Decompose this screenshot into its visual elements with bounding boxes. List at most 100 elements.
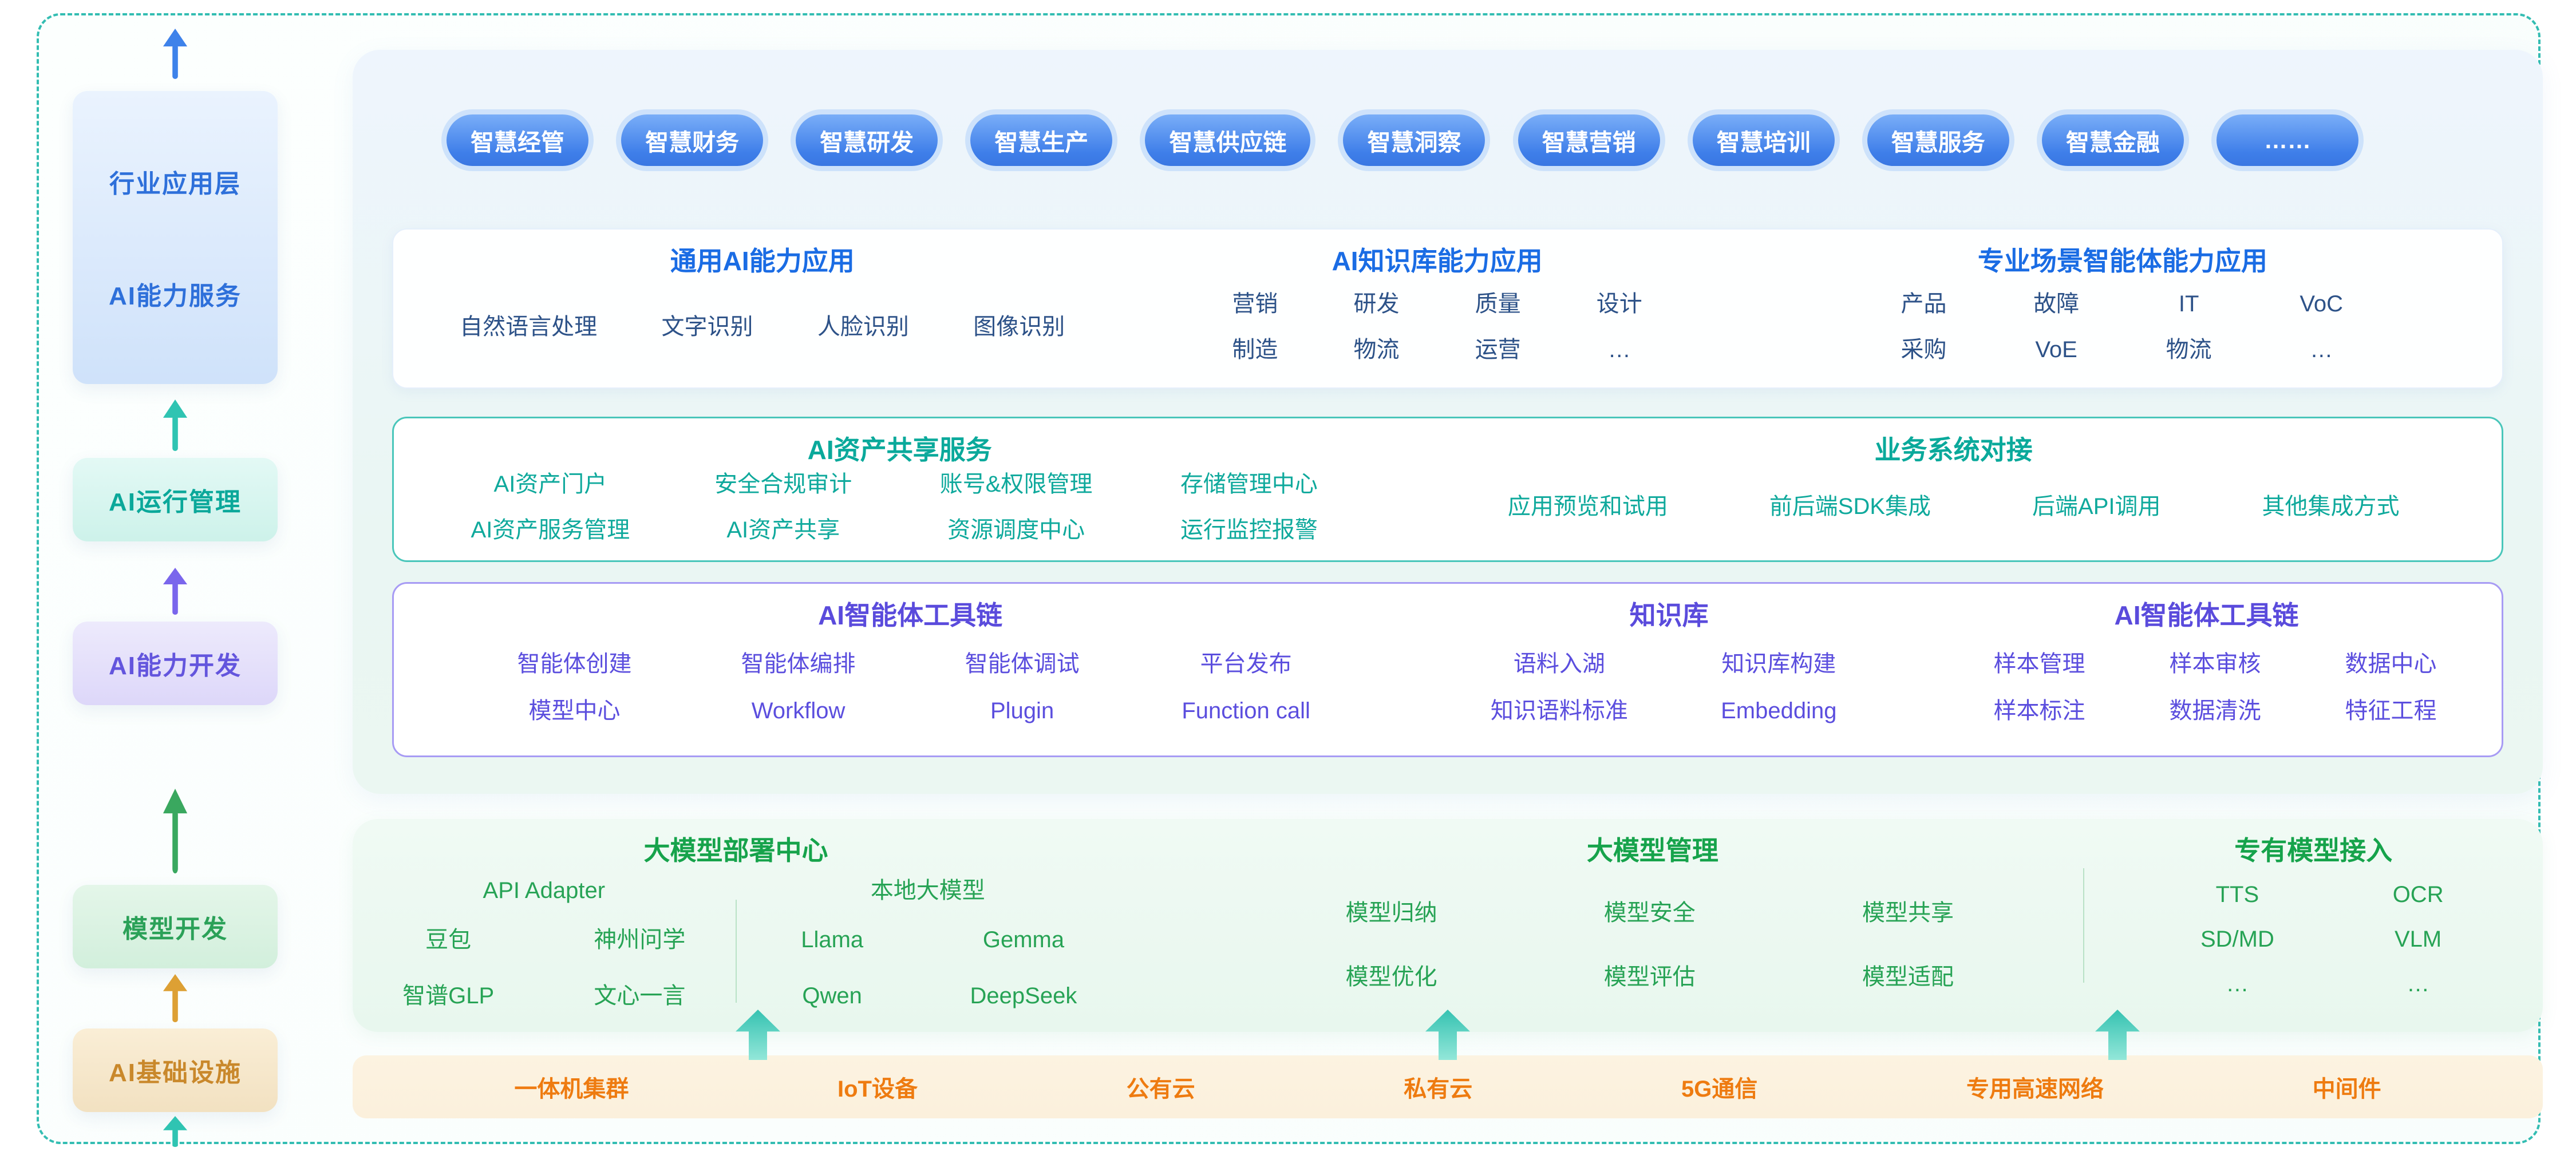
capability-item: 物流 xyxy=(1353,337,1400,363)
toolchain-item: 智能体创建 xyxy=(517,651,632,677)
api-adapter-group: API Adapter 豆包 神州问学 智谱GLP 文心一言 xyxy=(353,871,736,1032)
toolchain-item: 语料入湖 xyxy=(1513,651,1605,677)
capability-item: 制造 xyxy=(1232,337,1278,363)
integration-item: 其他集成方式 xyxy=(2262,494,2400,520)
toolchain-item: Embedding xyxy=(1721,698,1837,724)
sidebar-layer-capability-dev: AI能力开发 xyxy=(73,622,278,705)
layer-label: AI运行管理 xyxy=(109,488,242,516)
industry-pill: 智慧洞察 xyxy=(1343,114,1485,166)
large-model-panel: 大模型部署中心 API Adapter 豆包 神州问学 智谱GLP 文心一言 本… xyxy=(353,819,2543,1032)
model-item: VLM xyxy=(2395,926,2442,952)
up-arrow-icon xyxy=(162,974,188,1022)
model-item: DeepSeek xyxy=(970,983,1077,1009)
asset-item: 账号&权限管理 xyxy=(939,472,1093,497)
model-item: OCR xyxy=(2392,881,2444,907)
model-item: 豆包 xyxy=(425,927,472,953)
layer-label: AI能力服务 xyxy=(109,282,242,310)
local-models-group: 本地大模型 Llama Gemma Qwen DeepSeek xyxy=(737,871,1120,1032)
toolchain-item: 数据中心 xyxy=(2345,651,2437,677)
model-item: 模型适配 xyxy=(1862,964,1954,990)
sidebar-layer-run-management: AI运行管理 xyxy=(73,458,278,541)
section-title: 专有模型接入 xyxy=(2234,836,2393,865)
model-item: Llama xyxy=(801,927,864,953)
model-item: 神州问学 xyxy=(594,927,686,953)
model-item: … xyxy=(2226,971,2249,996)
section-title: 专业场景智能体能力应用 xyxy=(1977,246,2267,276)
asset-item: 安全合规审计 xyxy=(714,472,852,497)
up-arrow-icon xyxy=(162,399,188,451)
system-integration-section: 业务系统对接 应用预览和试用 前后端SDK集成 后端API调用 其他集成方式 xyxy=(1405,418,2502,560)
layer-label: AI基础设施 xyxy=(109,1059,242,1087)
model-item: 智谱GLP xyxy=(402,983,495,1009)
toolchain-item: 样本管理 xyxy=(1993,651,2085,677)
up-arrow-icon xyxy=(162,789,188,873)
industry-pill: 智慧研发 xyxy=(796,114,938,166)
toolchain-panel: AI智能体工具链 智能体创建 智能体编排 智能体调试 平台发布 模型中心 Wor… xyxy=(392,582,2503,757)
model-item: Qwen xyxy=(802,983,862,1009)
toolchain-item: 知识库构建 xyxy=(1721,651,1836,677)
section-title: 大模型管理 xyxy=(1586,836,1718,865)
section-title: 知识库 xyxy=(1629,600,1709,630)
section-title: 通用AI能力应用 xyxy=(670,246,855,276)
application-layers-panel: 智慧经管 智慧财务 智慧研发 智慧生产 智慧供应链 智慧洞察 智慧营销 智慧培训… xyxy=(353,50,2543,794)
model-item: Gemma xyxy=(982,927,1065,953)
integration-item: 前后端SDK集成 xyxy=(1769,494,1931,520)
sidebar-layer-industry-application: 行业应用层 AI能力服务 xyxy=(73,91,278,384)
sidebar-layer-model-dev: 模型开发 xyxy=(73,885,278,968)
industry-pill: 智慧供应链 xyxy=(1145,114,1311,166)
group-label: API Adapter xyxy=(483,877,606,903)
section-title: AI智能体工具链 xyxy=(818,600,1003,630)
infra-item: 私有云 xyxy=(1404,1077,1473,1102)
infra-item: IoT设备 xyxy=(837,1077,918,1102)
toolchain-item: Function call xyxy=(1182,698,1310,724)
capability-item: 采购 xyxy=(1901,337,1947,363)
industry-pill: 智慧培训 xyxy=(1692,114,1835,166)
toolchain-item: 知识语料标准 xyxy=(1490,698,1628,724)
model-item: 文心一言 xyxy=(594,983,686,1009)
toolchain-item: 特征工程 xyxy=(2345,698,2437,724)
capability-item: 运营 xyxy=(1475,337,1521,363)
divider xyxy=(735,900,737,1003)
agent-toolchain-section: AI智能体工具链 智能体创建 智能体编排 智能体调试 平台发布 模型中心 Wor… xyxy=(394,584,1427,755)
toolchain-item: 智能体编排 xyxy=(741,651,856,677)
model-manage-section: 大模型管理 模型归纳 模型安全 模型共享 模型优化 模型评估 模型适配 xyxy=(1119,819,2083,1032)
model-item: SD/MD xyxy=(2200,926,2274,952)
industry-pill: 智慧营销 xyxy=(1518,114,1660,166)
integration-item: 应用预览和试用 xyxy=(1507,494,1668,520)
capability-item: 设计 xyxy=(1596,291,1642,317)
general-ai-section: 通用AI能力应用 自然语言处理 文字识别 人脸识别 图像识别 xyxy=(393,230,1131,387)
infra-item: 公有云 xyxy=(1126,1077,1195,1102)
capability-item: 故障 xyxy=(2033,291,2080,317)
industry-pill-row: 智慧经管 智慧财务 智慧研发 智慧生产 智慧供应链 智慧洞察 智慧营销 智慧培训… xyxy=(447,114,2358,167)
layer-label: 行业应用层 xyxy=(109,170,241,198)
knowledge-base-section: 知识库 语料入湖 知识库构建 知识语料标准 Embedding xyxy=(1427,584,1911,755)
infra-item: 中间件 xyxy=(2312,1077,2381,1102)
toolchain-item: 样本审核 xyxy=(2169,651,2261,677)
up-arrow-icon xyxy=(162,568,188,615)
capability-item: IT xyxy=(2178,291,2199,317)
capability-item: 营销 xyxy=(1232,291,1278,317)
toolchain-item: 智能体调试 xyxy=(965,651,1080,677)
model-item: 模型优化 xyxy=(1345,964,1437,990)
scene-agent-section: 专业场景智能体能力应用 产品 故障 IT VoC 采购 VoE 物流 … xyxy=(1743,230,2502,387)
private-model-section: 专有模型接入 TTS OCR SD/MD VLM … … xyxy=(2084,819,2543,1032)
model-item: TTS xyxy=(2215,881,2259,907)
sidebar-layer-infrastructure: AI基础设施 xyxy=(73,1028,278,1112)
infrastructure-bar: 一体机集群 IoT设备 公有云 私有云 5G通信 专用高速网络 中间件 xyxy=(353,1055,2543,1118)
up-arrow-icon xyxy=(162,29,188,79)
group-label: 本地大模型 xyxy=(870,877,985,903)
asset-item: AI资产共享 xyxy=(726,517,840,543)
model-item: 模型安全 xyxy=(1603,900,1696,925)
section-title: AI知识库能力应用 xyxy=(1332,246,1543,276)
capability-item: 产品 xyxy=(1901,291,1947,317)
section-title: AI资产共享服务 xyxy=(807,435,992,465)
infra-up-arrow-icon xyxy=(1425,1010,1470,1060)
capability-item: 文字识别 xyxy=(661,314,753,340)
capability-item: 自然语言处理 xyxy=(460,314,598,340)
capability-item: … xyxy=(2310,337,2333,363)
capability-item: … xyxy=(1607,337,1631,363)
asset-item: AI资产门户 xyxy=(493,472,607,497)
model-item: 模型归纳 xyxy=(1345,900,1437,925)
toolchain-item: 样本标注 xyxy=(1993,698,2085,724)
